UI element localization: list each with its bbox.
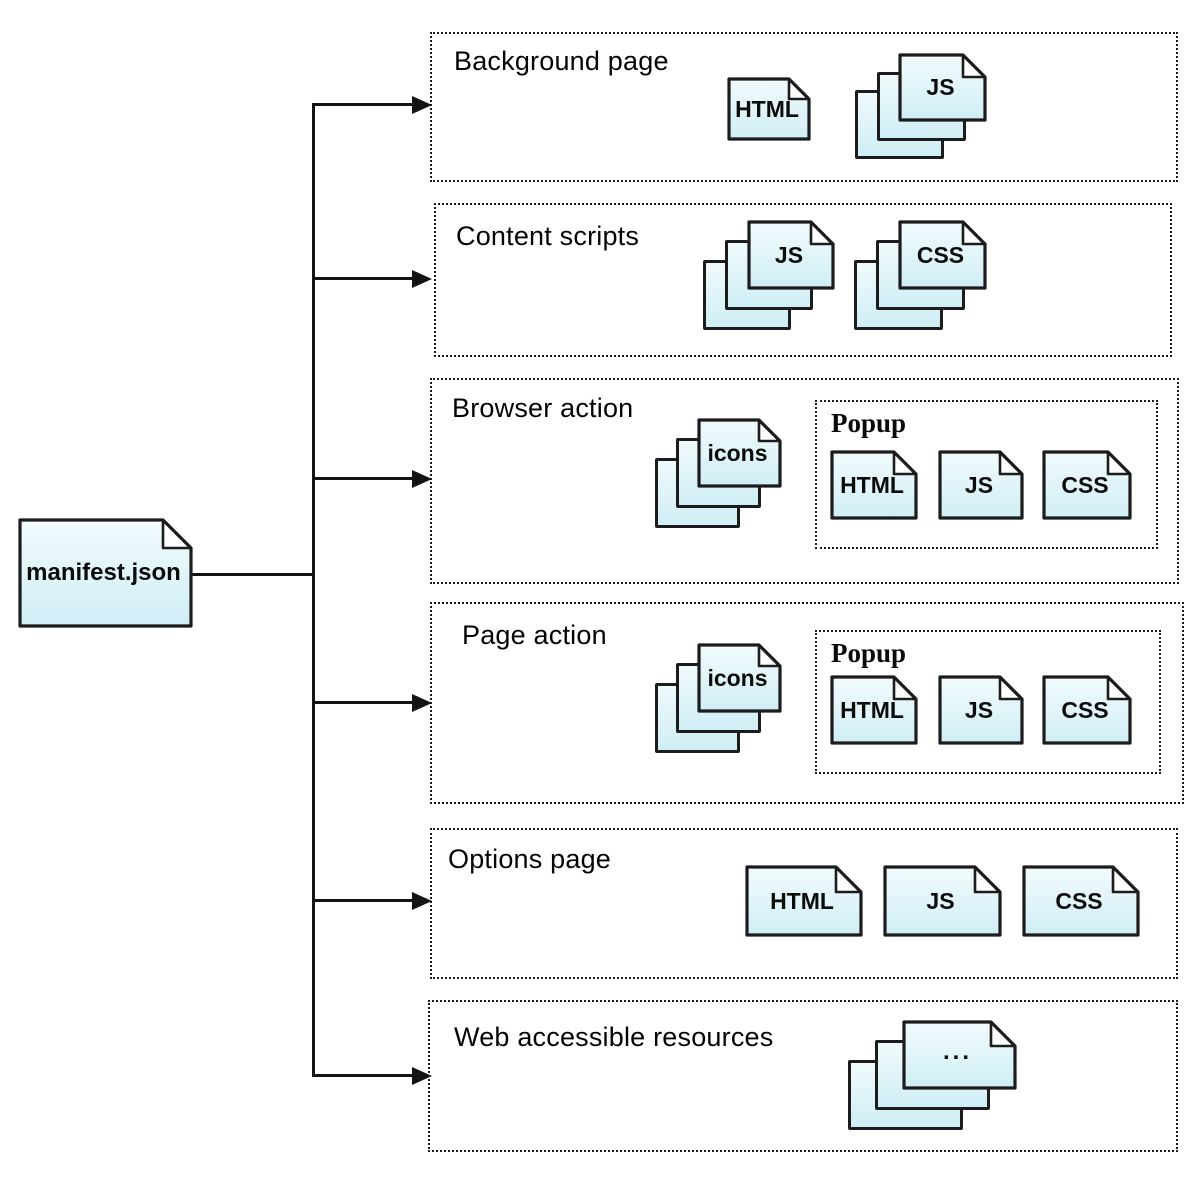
arrowhead-content-scripts bbox=[412, 269, 432, 288]
branch-line-war bbox=[312, 1074, 414, 1077]
file-label: JS bbox=[774, 241, 804, 268]
file-label: JS bbox=[964, 471, 994, 498]
file-label: CSS bbox=[916, 241, 965, 268]
html-file-icon: HTML bbox=[745, 865, 863, 937]
section-options-page: Options page bbox=[430, 828, 1178, 979]
js-file-icon: JS bbox=[938, 450, 1024, 520]
file-label: HTML bbox=[735, 95, 799, 122]
generic-file-stack-icon: ... bbox=[848, 1020, 1017, 1130]
file-label: HTML bbox=[840, 696, 904, 723]
css-file-stack-icon: CSS bbox=[854, 220, 987, 330]
branch-line-options bbox=[312, 899, 414, 902]
arrowhead-options bbox=[412, 891, 432, 910]
section-title: Content scripts bbox=[456, 221, 640, 251]
trunk-line bbox=[312, 103, 315, 1077]
html-file-icon: HTML bbox=[830, 450, 918, 520]
file-label: CSS bbox=[1061, 471, 1109, 498]
file-label: JS bbox=[926, 887, 955, 914]
section-title: Browser action bbox=[452, 393, 634, 423]
manifest-label: manifest.json bbox=[26, 559, 181, 586]
icons-file-stack-icon: icons bbox=[655, 418, 782, 528]
file-label: ... bbox=[942, 1038, 972, 1065]
popup-title: Popup bbox=[831, 408, 907, 438]
arrowhead-background bbox=[412, 95, 432, 114]
arrowhead-page-action bbox=[412, 693, 432, 712]
file-label: JS bbox=[926, 74, 955, 100]
arrowhead-war bbox=[412, 1066, 432, 1085]
html-file-icon: HTML bbox=[727, 77, 811, 141]
section-web-accessible-resources: Web accessible resources bbox=[428, 1000, 1178, 1152]
branch-line-content-scripts bbox=[312, 277, 414, 280]
branch-line-background bbox=[312, 103, 414, 106]
section-title: Background page bbox=[454, 46, 669, 76]
file-label: icons bbox=[707, 664, 768, 691]
css-file-icon: CSS bbox=[1042, 675, 1132, 745]
file-label: CSS bbox=[1061, 696, 1109, 723]
branch-line-page-action bbox=[312, 701, 414, 704]
section-content-scripts: Content scripts bbox=[434, 203, 1172, 357]
file-label: icons bbox=[707, 439, 768, 466]
css-file-icon: CSS bbox=[1042, 450, 1132, 520]
file-label: HTML bbox=[770, 887, 834, 914]
manifest-file-icon: manifest.json bbox=[18, 518, 193, 628]
icons-file-stack-icon: icons bbox=[655, 643, 782, 753]
popup-title: Popup bbox=[831, 638, 907, 668]
section-background-page: Background page bbox=[430, 32, 1178, 182]
branch-line-browser-action bbox=[312, 477, 414, 480]
section-title: Web accessible resources bbox=[454, 1022, 774, 1052]
popup-box: Popup bbox=[815, 630, 1161, 774]
file-label: JS bbox=[964, 696, 994, 723]
js-file-icon: JS bbox=[883, 865, 1002, 937]
section-browser-action: Browser action Popup bbox=[430, 378, 1179, 584]
file-label: HTML bbox=[840, 471, 904, 498]
section-page-action: Page action Popup bbox=[430, 602, 1184, 804]
section-title: Page action bbox=[462, 620, 607, 650]
arrowhead-browser-action bbox=[412, 469, 432, 488]
html-file-icon: HTML bbox=[830, 675, 918, 745]
file-label: CSS bbox=[1055, 887, 1103, 914]
section-title: Options page bbox=[448, 844, 612, 874]
js-file-stack-icon: JS bbox=[855, 53, 987, 160]
js-file-icon: JS bbox=[938, 675, 1024, 745]
manifest-connector-line bbox=[191, 573, 314, 576]
css-file-icon: CSS bbox=[1022, 865, 1140, 937]
popup-box: Popup bbox=[815, 400, 1158, 549]
js-file-stack-icon: JS bbox=[703, 220, 835, 330]
